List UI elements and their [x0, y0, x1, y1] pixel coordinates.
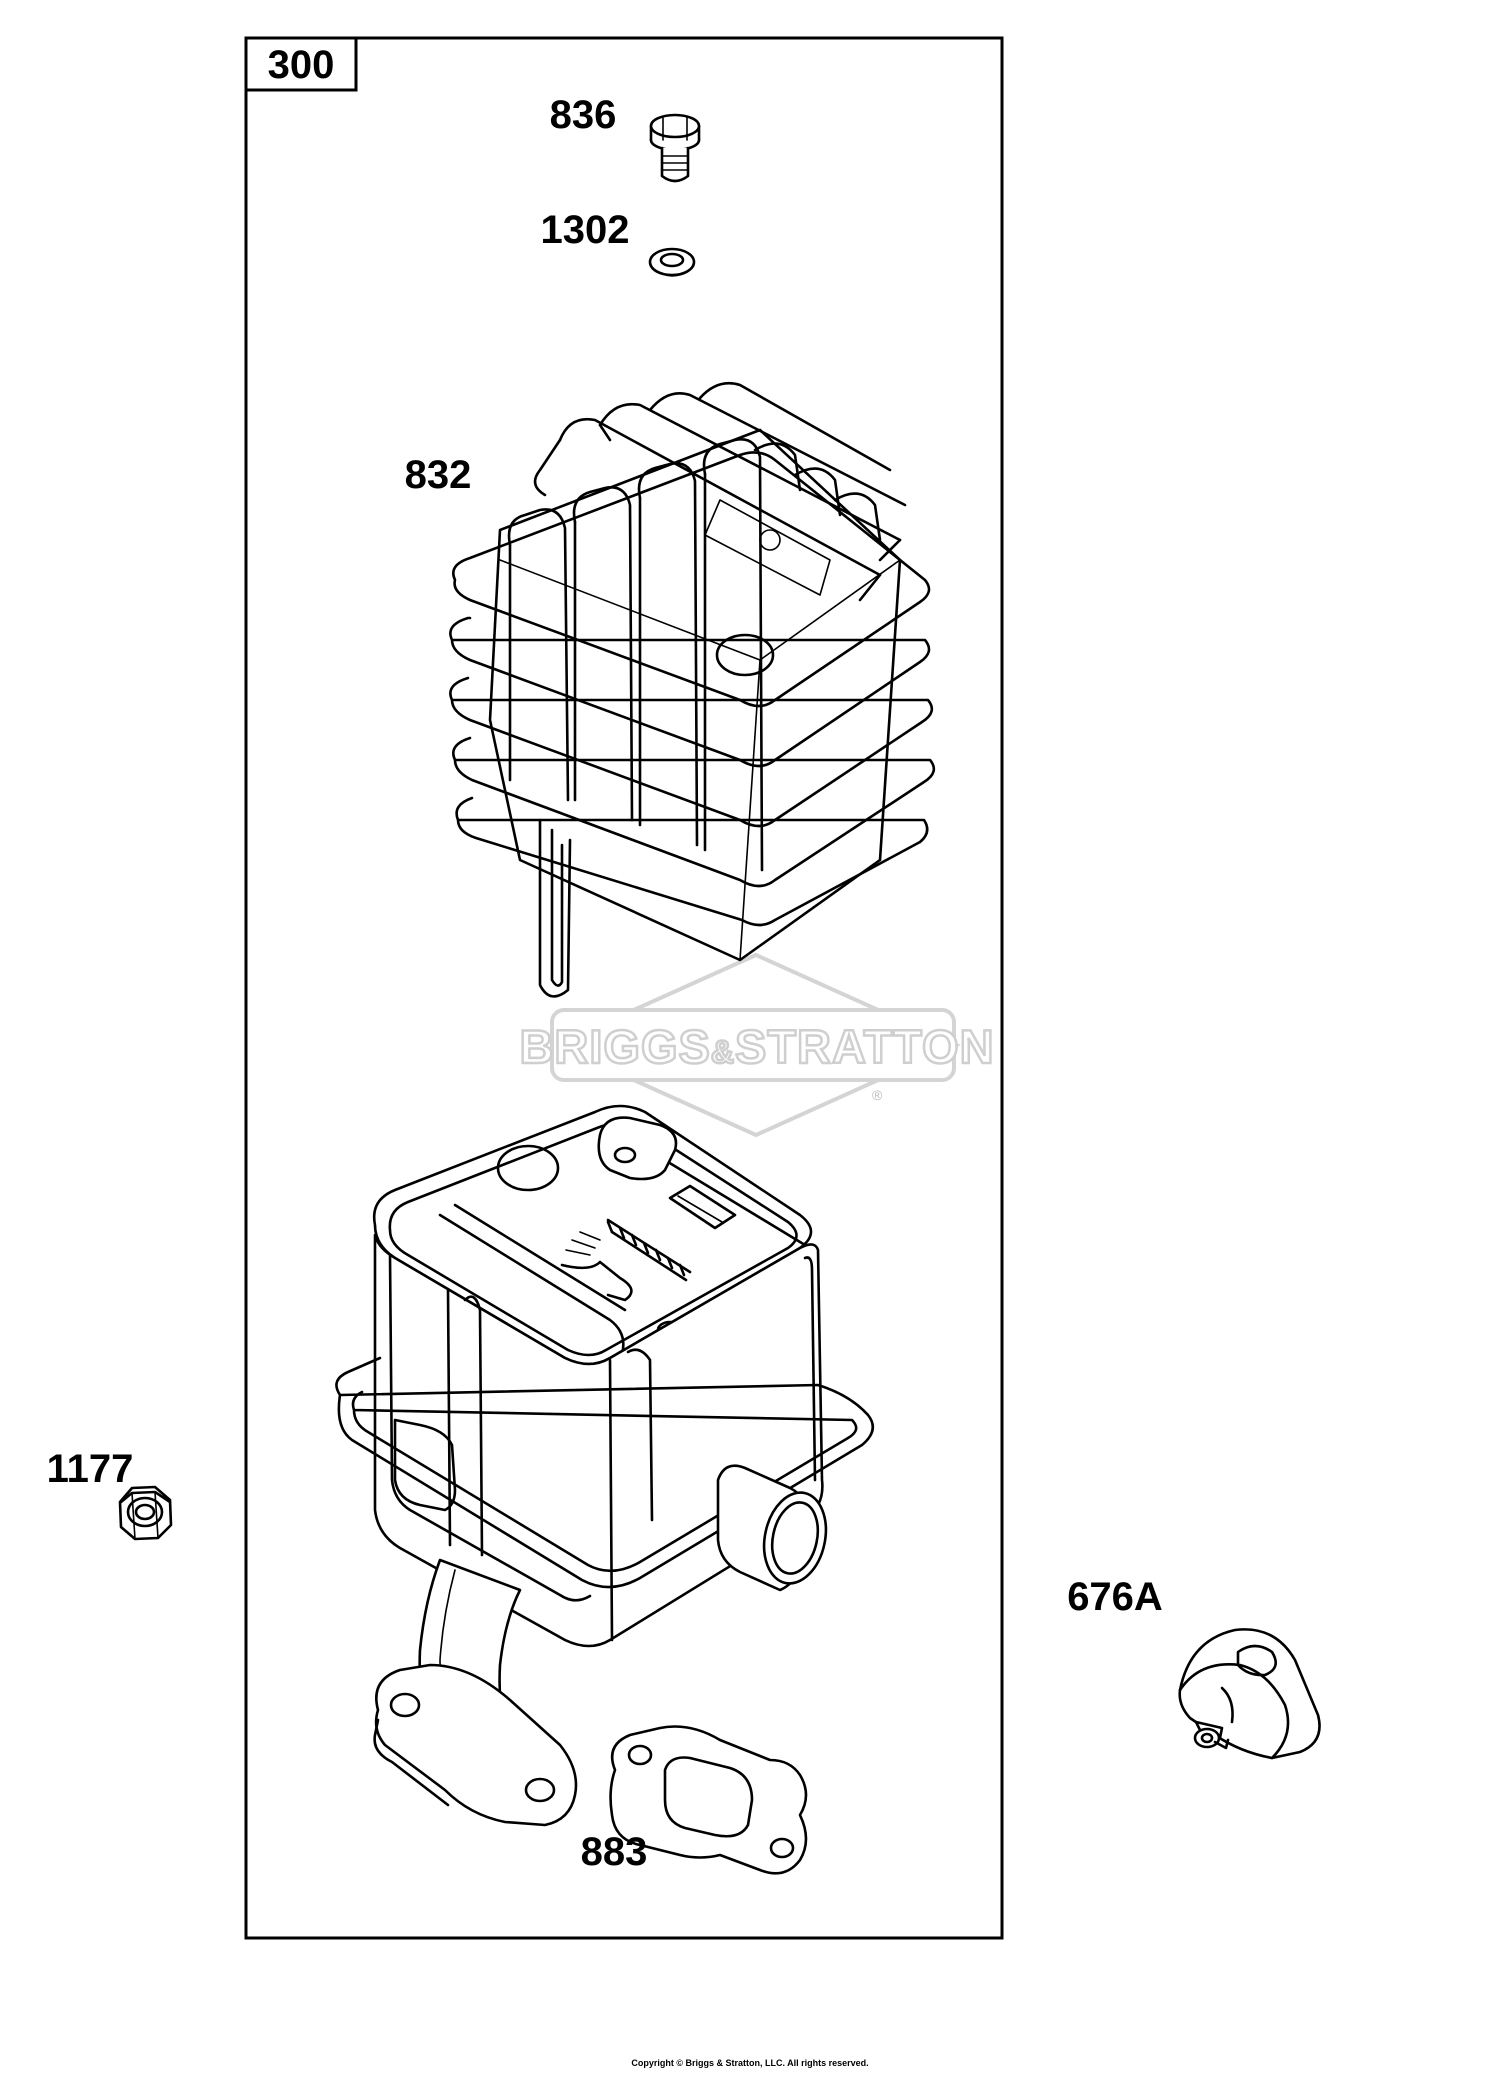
watermark-brand-amp: &	[711, 1034, 735, 1070]
exhaust-gasket-icon[interactable]	[609, 1725, 808, 1875]
deflector-icon[interactable]	[1178, 1628, 1321, 1760]
diagram-number: 300	[268, 43, 335, 87]
lock-washer-icon[interactable]	[648, 247, 696, 277]
label-1177: 1177	[47, 1447, 134, 1491]
label-883: 883	[581, 1830, 648, 1874]
bolt-icon[interactable]	[649, 113, 701, 183]
label-832: 832	[405, 453, 472, 497]
watermark-brand-right: STRATTON	[735, 1020, 995, 1073]
muffler-guard-icon[interactable]	[449, 381, 936, 998]
label-1302: 1302	[541, 208, 630, 252]
watermark-brand-left: BRIGGS	[519, 1020, 710, 1073]
diagram-number-box	[244, 36, 358, 92]
label-836: 836	[550, 93, 617, 137]
watermark-registered: ®	[872, 1087, 883, 1103]
svg-text:BRIGGS&STRATTON: BRIGGS&STRATTON	[519, 1020, 994, 1073]
nut-icon[interactable]	[118, 1485, 173, 1541]
copyright-notice: Copyright © Briggs & Stratton, LLC. All …	[631, 2058, 869, 2068]
briggs-stratton-watermark: BRIGGS&STRATTON ®	[518, 952, 995, 1138]
diagram-frame	[244, 36, 1004, 1940]
muffler-icon[interactable]	[335, 1104, 875, 1827]
label-676a: 676A	[1067, 1575, 1163, 1619]
